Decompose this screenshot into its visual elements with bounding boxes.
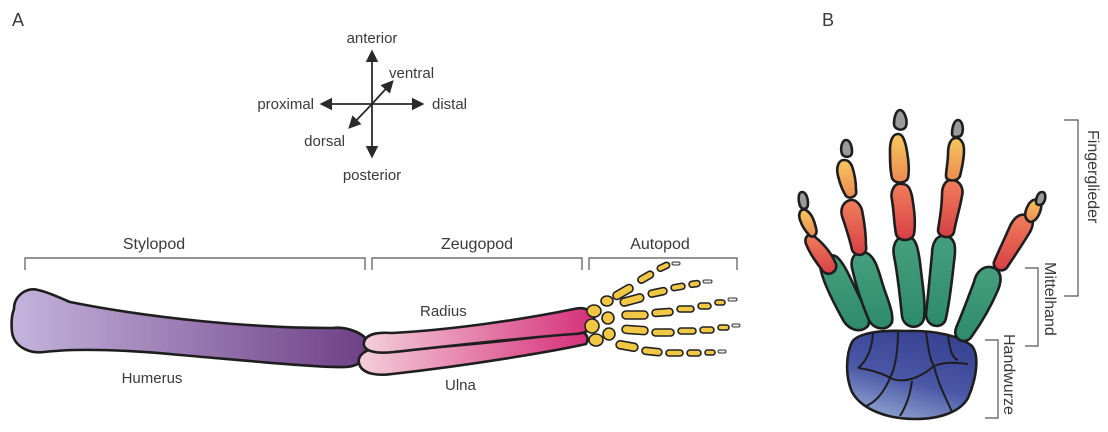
label-carpus: Handwurze — [1000, 334, 1017, 415]
mid-phalanx-b2 — [837, 160, 856, 198]
phalanx-a3b — [677, 306, 694, 312]
phalanx-a5a — [642, 347, 663, 356]
carpal-a1 — [587, 305, 601, 317]
humerus-bone — [12, 289, 370, 367]
label-fingers: Fingerglieder — [1084, 130, 1101, 224]
tip-b5 — [1036, 192, 1045, 205]
metacarpal-a3 — [622, 311, 648, 319]
phalanx-a1a — [637, 270, 655, 285]
phalanx-a5b — [666, 350, 683, 356]
tip-a5 — [718, 350, 726, 353]
phalanx-a4a — [652, 329, 674, 336]
label-autopod: Autopod — [630, 236, 690, 253]
autopod-hand-a — [585, 261, 740, 356]
label-humerus: Humerus — [122, 370, 183, 387]
label-ulna: Ulna — [445, 377, 477, 394]
phalanx-a3a — [652, 308, 673, 316]
phalanx-a4b — [678, 328, 696, 334]
label-posterior: posterior — [343, 167, 401, 184]
label-dorsal: dorsal — [304, 133, 345, 150]
arrow-dorsal — [350, 104, 372, 127]
bracket-carpus — [985, 340, 998, 418]
prox-phalanx-b4 — [938, 180, 963, 237]
panel-label-b: B — [822, 10, 834, 30]
carpal-a2 — [585, 319, 599, 333]
mid-phalanx-b1 — [799, 210, 816, 237]
label-metacarpus: Mittelhand — [1041, 262, 1058, 336]
phalanx-a2a — [648, 287, 668, 298]
phalanx-a4d — [718, 325, 729, 330]
tip-a1 — [672, 262, 680, 265]
metacarpal-b5 — [955, 267, 1000, 341]
label-anterior: anterior — [347, 30, 398, 47]
metacarpal-b4 — [926, 236, 955, 326]
tip-b3 — [894, 110, 907, 130]
phalanx-a2c — [689, 280, 701, 287]
tip-b4 — [952, 120, 963, 137]
phalanx-a2b — [671, 283, 686, 291]
label-distal: distal — [432, 96, 467, 113]
label-stylopod: Stylopod — [123, 236, 185, 253]
panel-label-a: A — [12, 10, 24, 30]
hand-b: Fingerglieder Mittelhand Handwurze — [799, 110, 1101, 419]
tip-a3 — [728, 298, 737, 301]
label-ventral: ventral — [389, 65, 434, 82]
tip-a2 — [703, 280, 712, 283]
phalanx-a1b — [656, 261, 670, 272]
carpal-a6 — [603, 328, 615, 340]
metacarpal-a5 — [615, 340, 638, 352]
bracket-zeugopod — [372, 258, 582, 270]
prox-phalanx-b5 — [994, 215, 1033, 271]
phalanx-a3c — [698, 303, 711, 309]
tip-b1 — [799, 192, 808, 209]
carpal-a4 — [601, 296, 613, 306]
mid-phalanx-b4 — [946, 138, 964, 181]
carpal-a5 — [602, 312, 614, 324]
phalanx-a3d — [715, 300, 725, 305]
label-zeugopod: Zeugopod — [441, 236, 513, 253]
orientation-compass: anterior ventral proximal distal dorsal … — [257, 30, 467, 184]
arrow-ventral — [372, 82, 392, 104]
carpal-a3 — [589, 334, 603, 346]
phalanx-a5d — [705, 350, 715, 355]
label-proximal: proximal — [257, 96, 314, 113]
phalanx-a4c — [700, 327, 714, 333]
phalanx-a5c — [687, 350, 701, 356]
label-radius: Radius — [420, 303, 467, 320]
bracket-fingers — [1064, 120, 1078, 296]
tip-a4 — [732, 324, 740, 327]
mid-phalanx-b3 — [890, 134, 909, 183]
bracket-metacarpus — [1025, 268, 1038, 346]
prox-phalanx-b2 — [841, 200, 866, 255]
bracket-stylopod — [25, 258, 365, 270]
prox-phalanx-b3 — [891, 184, 914, 240]
metacarpal-b3 — [894, 236, 925, 327]
metacarpal-a4 — [622, 325, 648, 335]
prox-phalanx-b1 — [805, 235, 836, 274]
tip-b2 — [841, 140, 852, 157]
